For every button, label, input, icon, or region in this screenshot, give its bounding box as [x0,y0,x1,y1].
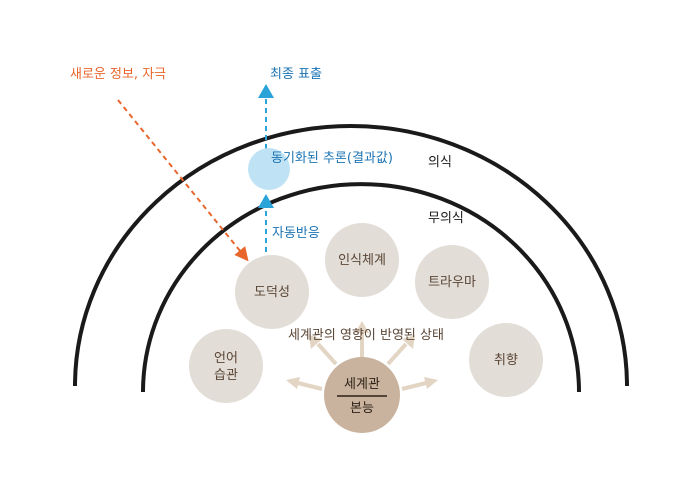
new-info-label: 새로운 정보, 자극 [70,67,167,82]
radiate-arrow-up-left [316,342,338,366]
morality-node [235,255,309,329]
taste-text: 취향 [494,353,518,368]
final-output-arrow-head [258,84,274,98]
final-output-label: 최종 표출 [270,67,322,82]
radiate-arrow-right [401,381,427,391]
conscious-arc [73,124,629,387]
conscious-label: 의식 [428,155,452,170]
cognition-system-text: 인식체계 [338,253,386,268]
trauma-node [415,245,489,319]
worldview-text: 세계관 [344,377,380,392]
trauma-text: 트라우마 [428,275,476,290]
auto-response-label: 자동반응 [272,226,320,241]
synced-inference-label: 동기화된 추론(결과값) [271,151,393,166]
worldview-influence-label: 세계관의 영향이 반영된 상태 [288,328,444,343]
instinct-text: 본능 [350,401,374,416]
synced-inference-bubble [248,148,290,190]
worldview-instinct-node [324,357,400,433]
worldview-radiating-arrows [286,321,438,391]
morality-text: 도덕성 [254,285,290,300]
new-info-arrow [117,99,249,262]
language-habit-node [189,329,263,403]
auto-response-arrow-head [258,194,274,208]
radiate-arrow-up-right [386,342,408,366]
cognition-system-node [325,223,399,297]
taste-node [469,323,543,397]
language-text: 언어 [214,351,238,366]
radiate-arrow-left [297,381,323,391]
unconscious-label: 무의식 [428,211,464,226]
habit-text: 습관 [214,368,238,383]
unconscious-arc [141,182,581,393]
